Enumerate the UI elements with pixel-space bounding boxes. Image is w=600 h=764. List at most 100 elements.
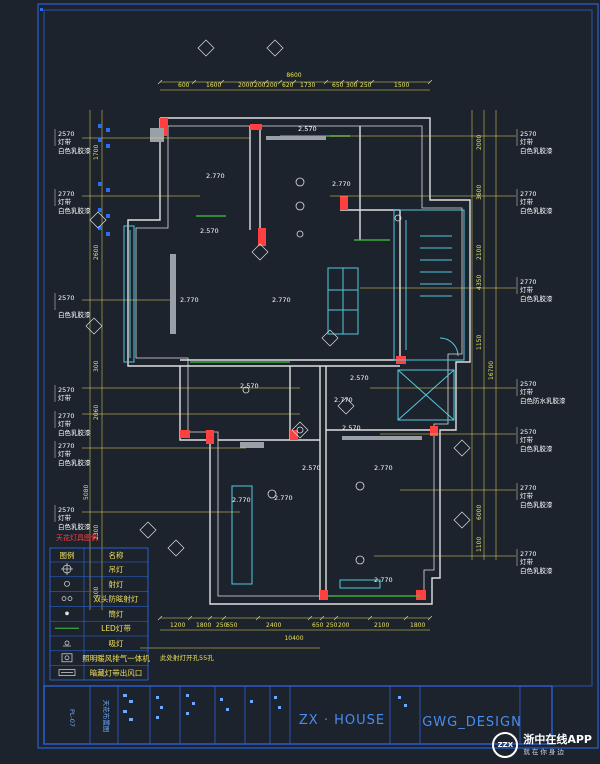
legend-col-name: 名称	[109, 550, 124, 560]
legend-item-name: 吊灯	[109, 564, 124, 574]
elevation-label: 2.570	[240, 382, 259, 390]
leader-lines	[82, 135, 516, 649]
bottom-dim: 1800	[410, 622, 425, 629]
tag-elevation: 2570	[520, 380, 537, 388]
tag-code: 灯带	[58, 137, 72, 146]
legend-symbol-icon	[58, 669, 76, 676]
cyan-elements	[123, 209, 465, 589]
legend-heading: 天花灯具图例	[56, 533, 98, 542]
tag-code: 灯带	[520, 285, 534, 294]
legend-item-name: 射灯	[109, 579, 124, 589]
left-dim: 2600	[93, 245, 100, 260]
left-dim: 100	[93, 586, 100, 598]
legend-symbol-icon	[63, 640, 71, 647]
tag-code: 灯带	[58, 419, 72, 428]
left-dim: 1700	[93, 145, 100, 160]
tag-elevation: 2770	[520, 190, 537, 198]
legend-item-name: 双头防眩射灯	[94, 594, 139, 604]
tag-elevation: 2770	[58, 442, 75, 450]
tag-note: 白色乳胶漆	[520, 206, 553, 215]
top-dim: 620	[282, 82, 294, 89]
legend-row: 吊灯	[61, 563, 124, 575]
right-dim: 2000	[476, 135, 483, 150]
tag-note: 白色乳胶漆	[520, 500, 553, 509]
tag-note: 白色乳胶漆	[520, 444, 553, 453]
bottom-dim: 2100	[374, 622, 389, 629]
watermark-subtitle: 就在你身边	[523, 748, 566, 756]
elevation-label: 2.770	[332, 180, 351, 188]
bottom-dim: 200	[338, 622, 350, 629]
drawing-name: 天花布置图	[102, 700, 111, 733]
tag-note: 白色乳胶漆	[58, 310, 91, 319]
top-dim: 650	[332, 82, 344, 89]
overall-bottom-dimension: 10400	[284, 635, 303, 642]
right-dim: 4350	[476, 275, 483, 290]
top-dim: 250	[360, 82, 372, 89]
right-dim: 6000	[476, 505, 483, 520]
tag-code: 灯带	[520, 491, 534, 500]
bottom-note: 此处射灯开孔55孔	[160, 653, 214, 662]
top-dim: 1730	[300, 82, 315, 89]
title-block: PL-07 天花布置图 ZX · HOUSE GWG_DESIGN	[68, 686, 521, 744]
legend-item-name: 吸灯	[109, 638, 124, 648]
tag-elevation: 2770	[520, 278, 537, 286]
tag-elevation: 2770	[58, 190, 75, 198]
legend-symbol-icon	[61, 596, 73, 601]
legend-symbol-icon	[61, 563, 73, 575]
legend-symbol-icon	[65, 611, 69, 616]
tag-code: 灯带	[58, 197, 72, 206]
top-dim: 300	[346, 82, 358, 89]
elevation-label: 2.770	[334, 396, 353, 404]
legend-symbol-icon	[64, 580, 70, 587]
lighting-legend: 天花灯具图例 吊灯射灯双头防眩射灯筒灯LED灯带吸灯照明暖风排气一体机暗藏灯带出…	[49, 533, 150, 681]
top-dim: 200	[254, 82, 266, 89]
elevation-label: 2.570	[342, 424, 361, 432]
legend-item-name: 暗藏灯带出风口	[90, 668, 143, 678]
elevation-label: 2.770	[274, 494, 293, 502]
top-dim: 2000	[238, 82, 253, 89]
tag-elevation: 2570	[58, 130, 75, 138]
elevation-label: 2.770	[206, 172, 225, 180]
tag-code: 灯带	[520, 387, 534, 396]
dimension-lines	[89, 81, 497, 631]
elevation-label: 2.570	[298, 125, 317, 133]
legend-row: 吸灯	[63, 638, 124, 648]
watermark-name: 浙中在线APP	[523, 733, 592, 746]
tag-elevation: 2770	[520, 550, 537, 558]
section-markers	[85, 39, 471, 557]
bottom-dim: 650	[226, 622, 238, 629]
tag-code: 灯带	[58, 449, 72, 458]
left-annotation-tags: 2570灯带白色乳胶漆2770灯带白色乳胶漆2570白色乳胶漆2570灯带277…	[54, 129, 91, 531]
tag-elevation: 2770	[520, 484, 537, 492]
fixture-panels	[150, 128, 422, 448]
right-annotation-tags: 2570灯带白色乳胶漆2770灯带白色乳胶漆2770灯带白色乳胶漆2570灯带白…	[516, 129, 566, 575]
right-dim: 1150	[476, 335, 483, 350]
legend-col-symbol: 图例	[60, 550, 75, 560]
left-dim: 5080	[83, 485, 90, 500]
tag-note: 白色乳胶漆	[520, 566, 553, 575]
bottom-dim: 1800	[196, 622, 211, 629]
elevation-label: 2.770	[374, 464, 393, 472]
top-dim: 200	[266, 82, 278, 89]
elevation-label: 2.570	[200, 227, 219, 235]
blue-markers	[40, 8, 110, 236]
project-name: ZX · HOUSE	[299, 713, 385, 728]
bottom-dim: 2400	[266, 622, 281, 629]
bottom-dim: 250	[326, 622, 338, 629]
drawing-frame	[37, 3, 599, 749]
top-dim: 1600	[206, 82, 221, 89]
tag-note: 白色乳胶漆	[520, 146, 553, 155]
top-dim: 600	[178, 82, 190, 89]
tag-elevation: 2570	[520, 130, 537, 138]
